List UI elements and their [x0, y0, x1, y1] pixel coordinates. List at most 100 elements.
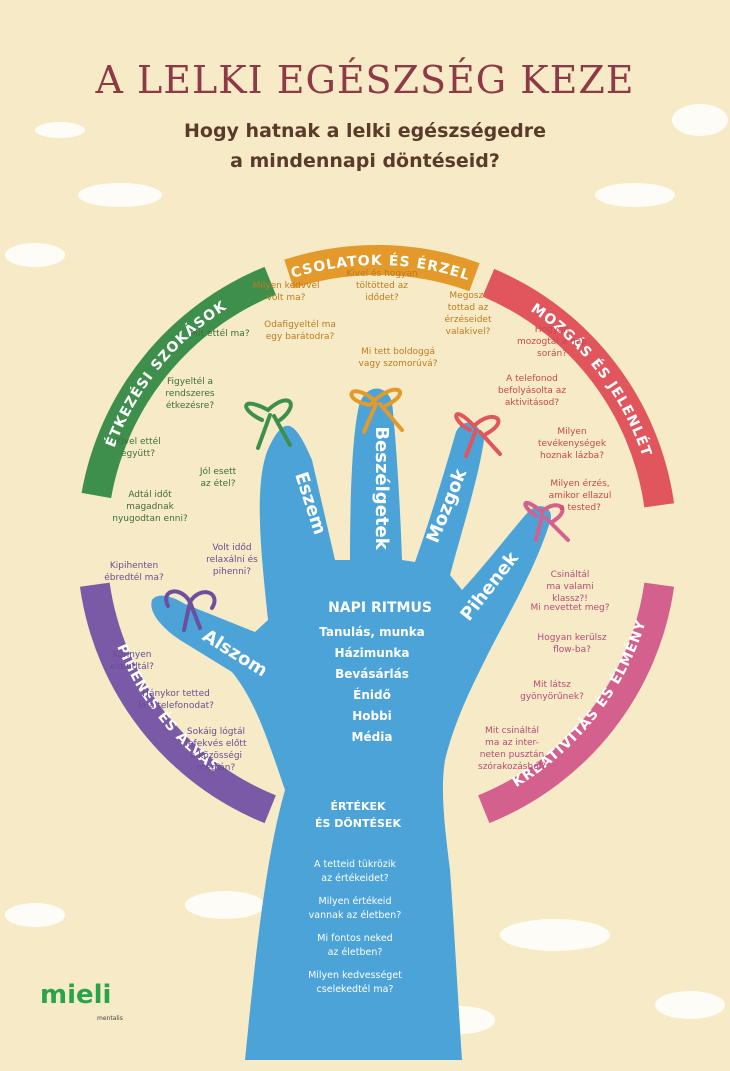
arm-heading-line: ÉS DÖNTÉSEK [315, 816, 401, 830]
arm-question-line: A tetteid tükrözik [314, 859, 396, 870]
question-line: flow-ba? [553, 645, 591, 655]
question-line: ma valami [546, 582, 593, 592]
question-line: Jól esett [199, 466, 237, 477]
question-line: magadnak [126, 502, 174, 512]
question-line: Mi tett boldoggá [361, 347, 435, 357]
question-line: során? [537, 349, 567, 359]
hand-shape [151, 388, 551, 1060]
question-line: Kipihenten [110, 561, 158, 571]
question-line: érzéseidet [444, 314, 491, 325]
palm-items: Tanulás, munkaHázimunkaBevásárlásÉnidőHo… [319, 625, 425, 744]
question-line: valakivel? [446, 327, 491, 337]
question-15: Mi nevettet meg? [530, 603, 609, 613]
question-line: mozogtál a nap [517, 337, 587, 347]
question-line: Csináltál [551, 570, 590, 580]
mieli-logo: mieli [40, 980, 112, 1010]
question-4: Adtál időt magadnak nyugodtan enni? [112, 490, 188, 524]
question-line: aktivitásod? [505, 398, 560, 408]
question-line: Adtál időt [128, 490, 172, 500]
question-line: Volt időd [212, 543, 251, 553]
question-line: étkezésre? [166, 400, 214, 411]
question-line: neten pusztán [480, 750, 544, 760]
arm-heading-line: ÉRTÉKEK [330, 800, 386, 813]
question-line: Hánykor tetted [142, 689, 210, 699]
question-line: amikor ellazul [549, 491, 612, 501]
question-line: Hogyan kerülsz [537, 633, 606, 643]
question-line: le a telefonodat? [138, 701, 214, 711]
question-13: Milyen érzés, amikor ellazul a tested? [549, 478, 612, 513]
question-line: relaxálni és [206, 554, 258, 565]
question-line: Figyeltél a [167, 376, 213, 387]
arm-question-line: Milyen kedvességet [308, 970, 402, 981]
arm-question-line: az értékeidet? [321, 873, 388, 884]
question-line: vagy szomorúvá? [359, 359, 438, 369]
arm-questions: A tetteid tükrözik az értékeidet? Milyen é… [308, 859, 402, 995]
question-cloud: Mit ettél ma? Figyeltél a rendszeresétkezé… [104, 268, 611, 773]
palm-item: Tanulás, munka [319, 625, 425, 639]
question-line: lefekvés előtt [186, 738, 247, 749]
question-line: együtt? [121, 449, 155, 459]
arm-question-line: vannak az életben? [309, 910, 402, 921]
question-9: Mi tett boldoggá vagy szomorúvá? [359, 347, 438, 369]
question-line: a tested? [559, 503, 601, 513]
palm-item: Énidő [353, 687, 391, 702]
question-line: pihenni? [213, 567, 251, 577]
question-line: Sokáig lógtál [187, 726, 245, 737]
arm-question-line: az életben? [328, 947, 383, 958]
ring-segment-4 [79, 582, 276, 824]
question-line: Kivel ettél [115, 436, 160, 447]
question-line: Odafigyeltél ma [264, 319, 336, 330]
question-line: Milyen [557, 427, 586, 437]
finger-label-beszelgetek: Beszélgetek [371, 426, 392, 550]
question-0: Mit ettél ma? [190, 328, 249, 339]
question-line: Mit ettél ma? [190, 328, 249, 339]
question-line: ébredtél ma? [104, 572, 164, 583]
question-line: nyugodtan enni? [112, 514, 188, 524]
ring-label-1: KAPCSOLATOK ÉS ÉRZELMEK [0, 0, 472, 284]
question-line: klassz?! [552, 594, 588, 604]
palm-item: Házimunka [335, 646, 410, 660]
question-line: Megosz- [449, 291, 486, 301]
question-line: töltötted az [356, 281, 408, 291]
question-line: Milyen érzés, [550, 478, 609, 489]
subtitle-line-1: Hogy hatnak a lelki egészségedre [184, 120, 546, 142]
question-8: Odafigyeltél ma egy barátodra? [264, 319, 336, 342]
clouds [5, 104, 728, 1034]
question-17: Mit látsz gyönyörűnek? [520, 680, 584, 702]
palm-item: Média [352, 730, 393, 744]
question-line: a közösségi [190, 750, 242, 761]
question-line: az étel? [201, 478, 236, 489]
question-line: elaludtál? [110, 662, 154, 672]
palm-heading: NAPI RITMUS [328, 600, 432, 616]
palm-item: Hobbi [352, 709, 392, 723]
question-line: Mit csináltál [485, 726, 539, 736]
question-2: Kivel ettél együtt? [115, 436, 160, 459]
question-line: befolyásolta az [498, 386, 566, 396]
arm-question-line: Milyen értékeid [319, 896, 392, 907]
ring-segment-3 [478, 582, 675, 824]
arm-question-line: Mi fontos neked [317, 933, 392, 944]
finger-bows [164, 387, 570, 632]
question-line: gyönyörűnek? [520, 692, 584, 702]
question-line: volt ma? [267, 293, 306, 303]
ring-segment-1 [284, 245, 480, 292]
arm-question-line: cselekedtél ma? [317, 984, 394, 995]
question-line: tevékenységek [538, 438, 607, 449]
question-line: Könnyen [113, 650, 152, 660]
question-line: rendszeres [165, 389, 214, 399]
question-line: egy barátodra? [266, 332, 335, 342]
question-line: Kivel és hogyan [346, 268, 417, 279]
question-line: Mit látsz [533, 680, 571, 690]
